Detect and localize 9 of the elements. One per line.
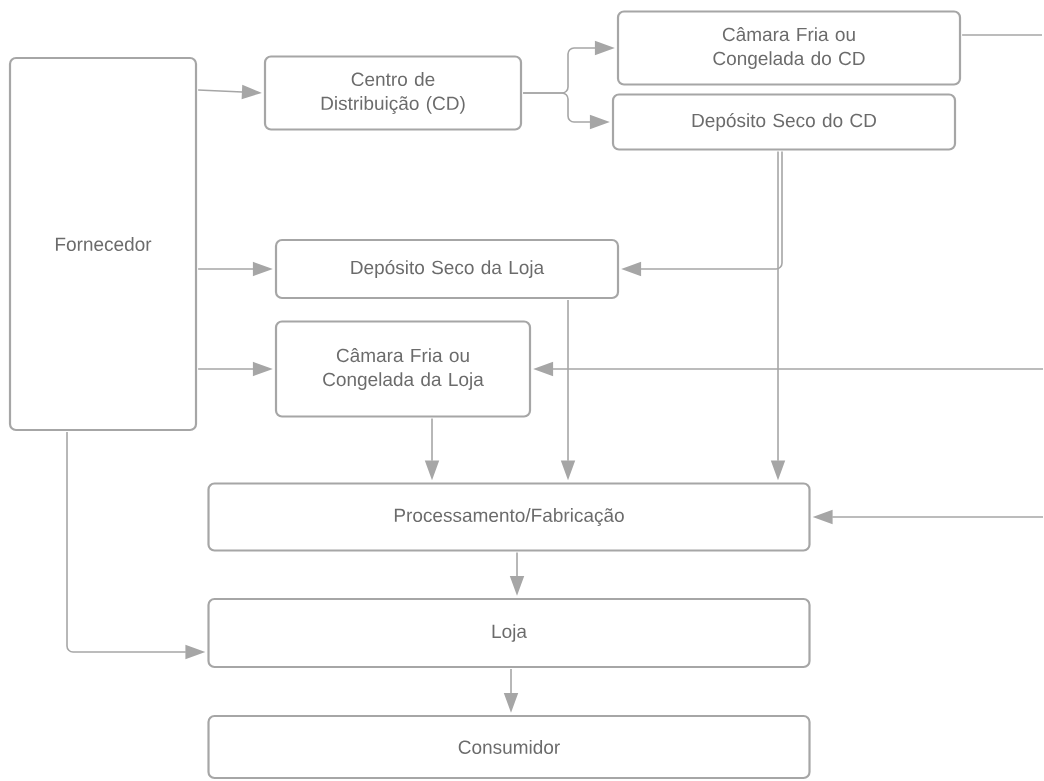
process-box: Fornecedor: [8, 56, 198, 432]
process-box: Depósito Seco do CD: [611, 93, 957, 151]
process-box: Processamento/Fabricação: [207, 482, 811, 552]
process-box: Câmara Fria ou Congelada da Loja: [274, 320, 532, 418]
process-box: Loja: [207, 597, 811, 669]
process-box: Depósito Seco da Loja: [274, 238, 620, 300]
process-box: Consumidor: [207, 714, 811, 780]
process-box: Centro de Distribuição (CD): [263, 55, 523, 131]
process-box: Câmara Fria ou Congelada do CD: [616, 10, 962, 86]
